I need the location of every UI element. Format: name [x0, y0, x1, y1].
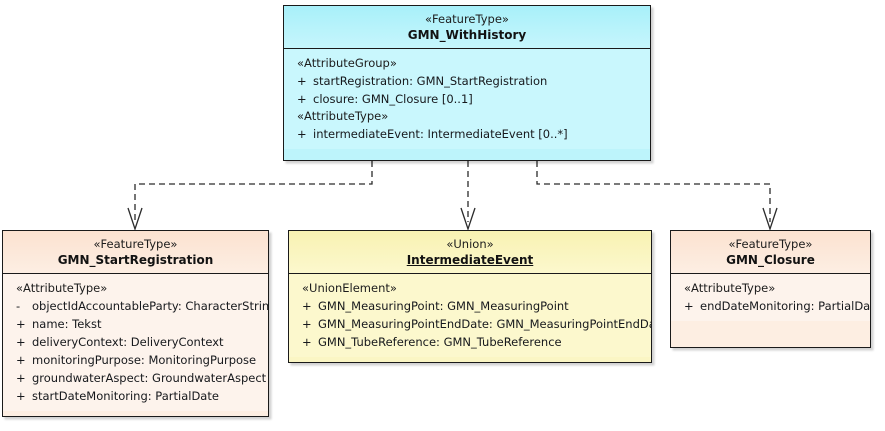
uml-class-intermediateevent[interactable]: «Union» IntermediateEvent «UnionElement»…: [288, 230, 652, 363]
attribute-label: intermediateEvent: IntermediateEvent [0.…: [313, 127, 568, 141]
class-header: «FeatureType» GMN_StartRegistration: [3, 231, 268, 274]
class-attributes-compartment: «AttributeGroup» + startRegistration: GM…: [284, 49, 650, 149]
attribute-label: name: Tekst: [32, 317, 102, 331]
attribute-label: groundwaterAspect: GroundwaterAspect: [32, 371, 267, 385]
class-title: IntermediateEvent: [406, 253, 534, 267]
attribute-visibility: +: [16, 317, 26, 331]
attribute-visibility: +: [302, 335, 312, 349]
class-stereotype: «FeatureType»: [728, 237, 813, 251]
attribute-group-stereotype: «UnionElement»: [302, 281, 397, 295]
attribute-row[interactable]: + GMN_TubeReference: GMN_TubeReference: [289, 333, 651, 351]
class-title: GMN_StartRegistration: [57, 253, 214, 267]
attribute-label: startRegistration: GMN_StartRegistration: [313, 74, 548, 88]
connector-withhistory-to-closure: [536, 161, 778, 232]
attribute-row[interactable]: + groundwaterAspect: GroundwaterAspect: [3, 369, 268, 387]
class-header: «FeatureType» GMN_Closure: [671, 231, 870, 274]
attribute-visibility: +: [297, 92, 307, 106]
attribute-row[interactable]: + startDateMonitoring: PartialDate: [3, 387, 268, 405]
class-header: «FeatureType» GMN_WithHistory: [284, 6, 650, 49]
attribute-visibility: +: [16, 335, 26, 349]
attribute-row[interactable]: + GMN_MeasuringPointEndDate: GMN_Measuri…: [289, 315, 651, 333]
class-attributes-compartment: «UnionElement» + GMN_MeasuringPoint: GMN…: [289, 274, 651, 357]
attribute-group-stereotype: «AttributeType»: [16, 281, 108, 295]
attribute-group-stereotype: «AttributeType»: [297, 109, 389, 123]
attribute-visibility: +: [302, 317, 312, 331]
attribute-visibility: +: [16, 371, 26, 385]
attribute-row[interactable]: + closure: GMN_Closure [0..1]: [284, 90, 650, 108]
class-stereotype: «FeatureType»: [93, 237, 178, 251]
attribute-label: GMN_MeasuringPointEndDate: GMN_Measuring…: [318, 317, 652, 331]
attribute-visibility: +: [16, 389, 26, 403]
attribute-label: startDateMonitoring: PartialDate: [32, 389, 219, 403]
class-attributes-compartment: «AttributeType» - objectIdAccountablePar…: [3, 274, 268, 411]
attribute-row[interactable]: + startRegistration: GMN_StartRegistrati…: [284, 72, 650, 90]
attribute-visibility: +: [297, 74, 307, 88]
attribute-row[interactable]: + GMN_MeasuringPoint: GMN_MeasuringPoint: [289, 297, 651, 315]
attribute-row[interactable]: + name: Tekst: [3, 315, 268, 333]
attribute-label: deliveryContext: DeliveryContext: [32, 335, 224, 349]
attribute-row[interactable]: + monitoringPurpose: MonitoringPurpose: [3, 351, 268, 369]
attribute-label: closure: GMN_Closure [0..1]: [313, 92, 473, 106]
attribute-group-stereotype: «AttributeGroup»: [297, 56, 397, 70]
uml-class-gmn-withhistory[interactable]: «FeatureType» GMN_WithHistory «Attribute…: [283, 5, 651, 161]
attribute-row[interactable]: + endDateMonitoring: PartialDate: [671, 297, 870, 315]
class-title: GMN_Closure: [726, 253, 815, 267]
attribute-row[interactable]: - objectIdAccountableParty: CharacterStr…: [3, 297, 268, 315]
attribute-visibility: +: [302, 299, 312, 313]
attribute-label: GMN_TubeReference: GMN_TubeReference: [318, 335, 562, 349]
attribute-visibility: +: [684, 299, 694, 313]
attribute-label: monitoringPurpose: MonitoringPurpose: [32, 353, 257, 367]
class-header: «Union» IntermediateEvent: [289, 231, 651, 274]
attribute-visibility: +: [297, 127, 307, 141]
connector-withhistory-to-startregistration: [127, 161, 373, 232]
attribute-group-stereotype: «AttributeType»: [684, 281, 776, 295]
class-stereotype: «Union»: [446, 237, 494, 251]
attribute-row[interactable]: + deliveryContext: DeliveryContext: [3, 333, 268, 351]
class-title: GMN_WithHistory: [407, 28, 527, 42]
attribute-visibility: +: [16, 353, 26, 367]
attribute-row[interactable]: + intermediateEvent: IntermediateEvent […: [284, 125, 650, 143]
uml-class-gmn-startregistration[interactable]: «FeatureType» GMN_StartRegistration «Att…: [2, 230, 269, 417]
connector-withhistory-to-intermediateevent: [460, 161, 476, 232]
class-stereotype: «FeatureType»: [425, 12, 509, 26]
class-attributes-compartment: «AttributeType» + endDateMonitoring: Par…: [671, 274, 870, 321]
attribute-label: GMN_MeasuringPoint: GMN_MeasuringPoint: [318, 299, 569, 313]
attribute-label: endDateMonitoring: PartialDate: [700, 299, 871, 313]
attribute-label: objectIdAccountableParty: CharacterStrin…: [32, 299, 269, 313]
uml-class-gmn-closure[interactable]: «FeatureType» GMN_Closure «AttributeType…: [670, 230, 871, 348]
attribute-visibility: -: [16, 299, 21, 313]
